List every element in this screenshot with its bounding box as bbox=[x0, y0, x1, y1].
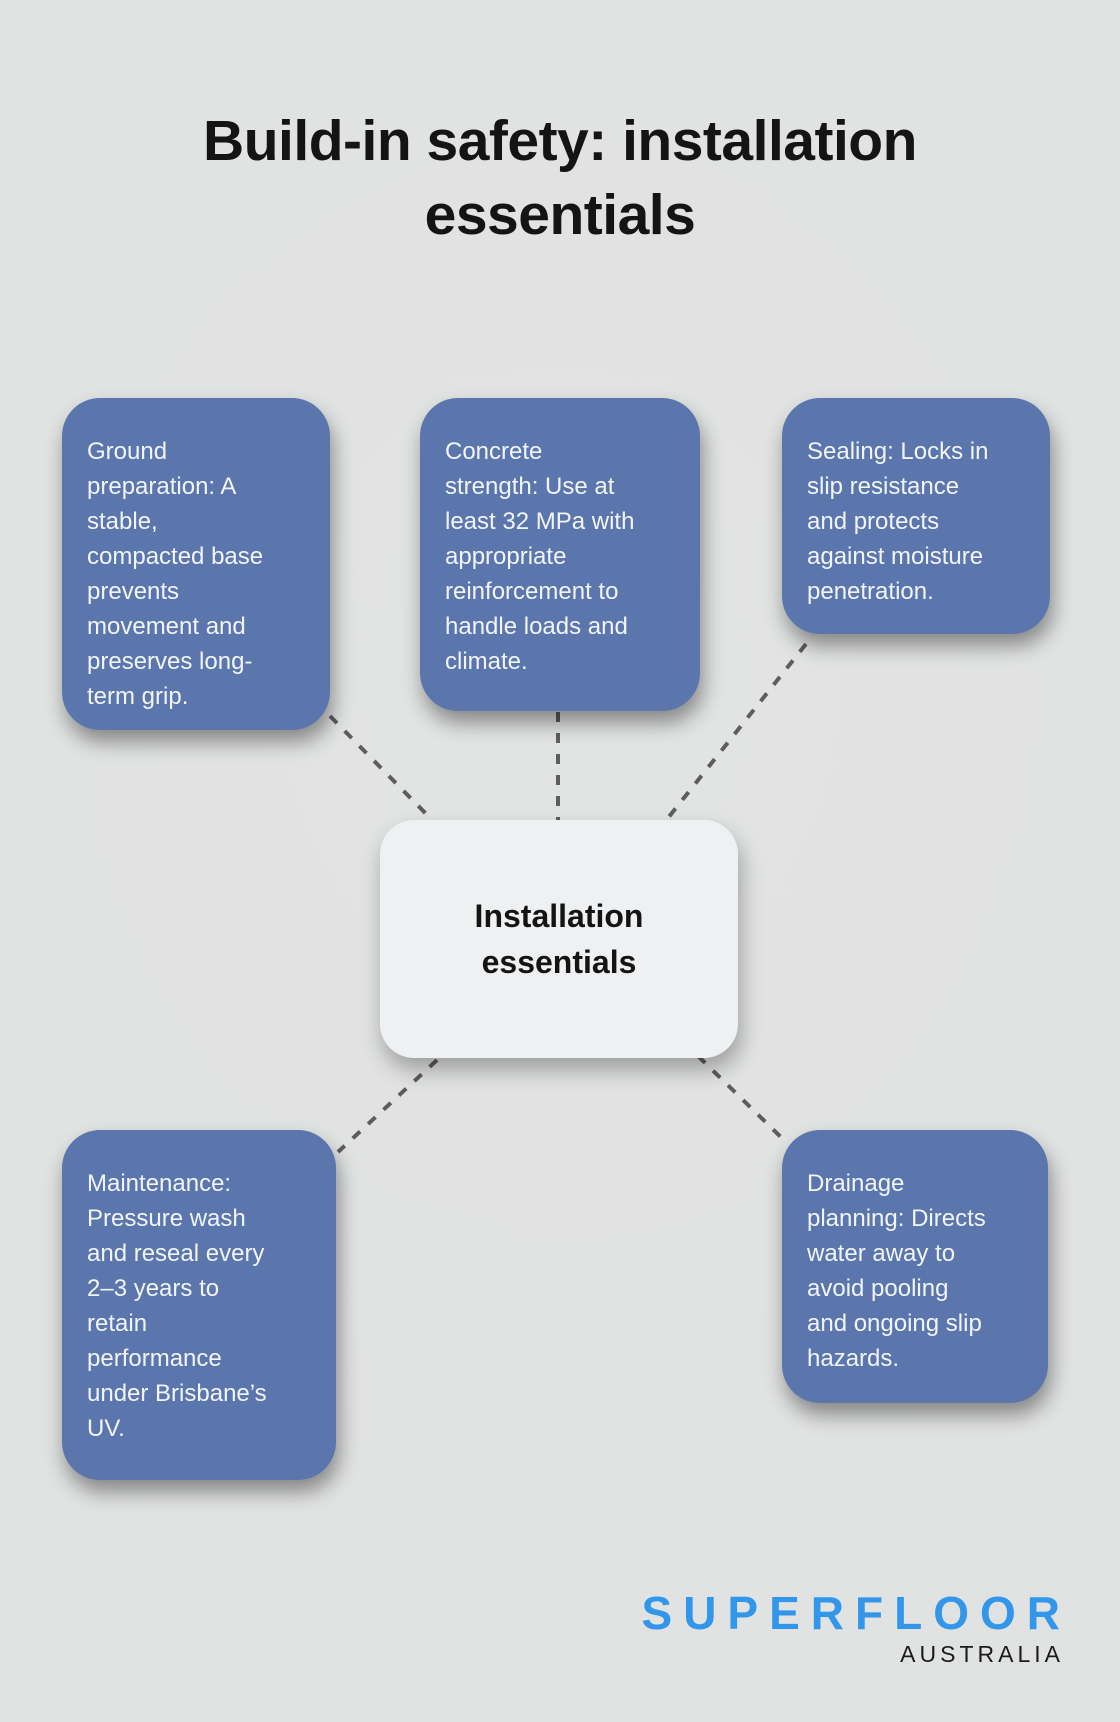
center-node-label: Installation essentials bbox=[474, 898, 644, 980]
node-sealing: Sealing: Locks in slip resistance and pr… bbox=[782, 398, 1050, 634]
connector-maintenance bbox=[336, 1058, 439, 1154]
connector-ground-preparation bbox=[328, 714, 440, 828]
node-concrete-strength: Concrete strength: Use at least 32 MPa w… bbox=[420, 398, 700, 711]
logo-subtitle: AUSTRALIA bbox=[900, 1641, 1064, 1667]
node-maintenance: Maintenance: Pressure wash and reseal ev… bbox=[62, 1130, 336, 1480]
center-node: Installation essentials bbox=[380, 820, 738, 1058]
connector-sealing bbox=[666, 642, 808, 820]
page-title: Build-in safety: installation essentials bbox=[203, 109, 917, 247]
logo-wordmark: SUPERFLOOR bbox=[641, 1587, 1071, 1639]
connector-drainage bbox=[696, 1054, 790, 1146]
node-ground-preparation: Ground preparation: A stable, compacted … bbox=[62, 398, 330, 730]
superfloor-logo: SUPERFLOOR AUSTRALIA bbox=[642, 1586, 1060, 1668]
node-drainage-planning: Drainage planning: Directs water away to… bbox=[782, 1130, 1048, 1403]
